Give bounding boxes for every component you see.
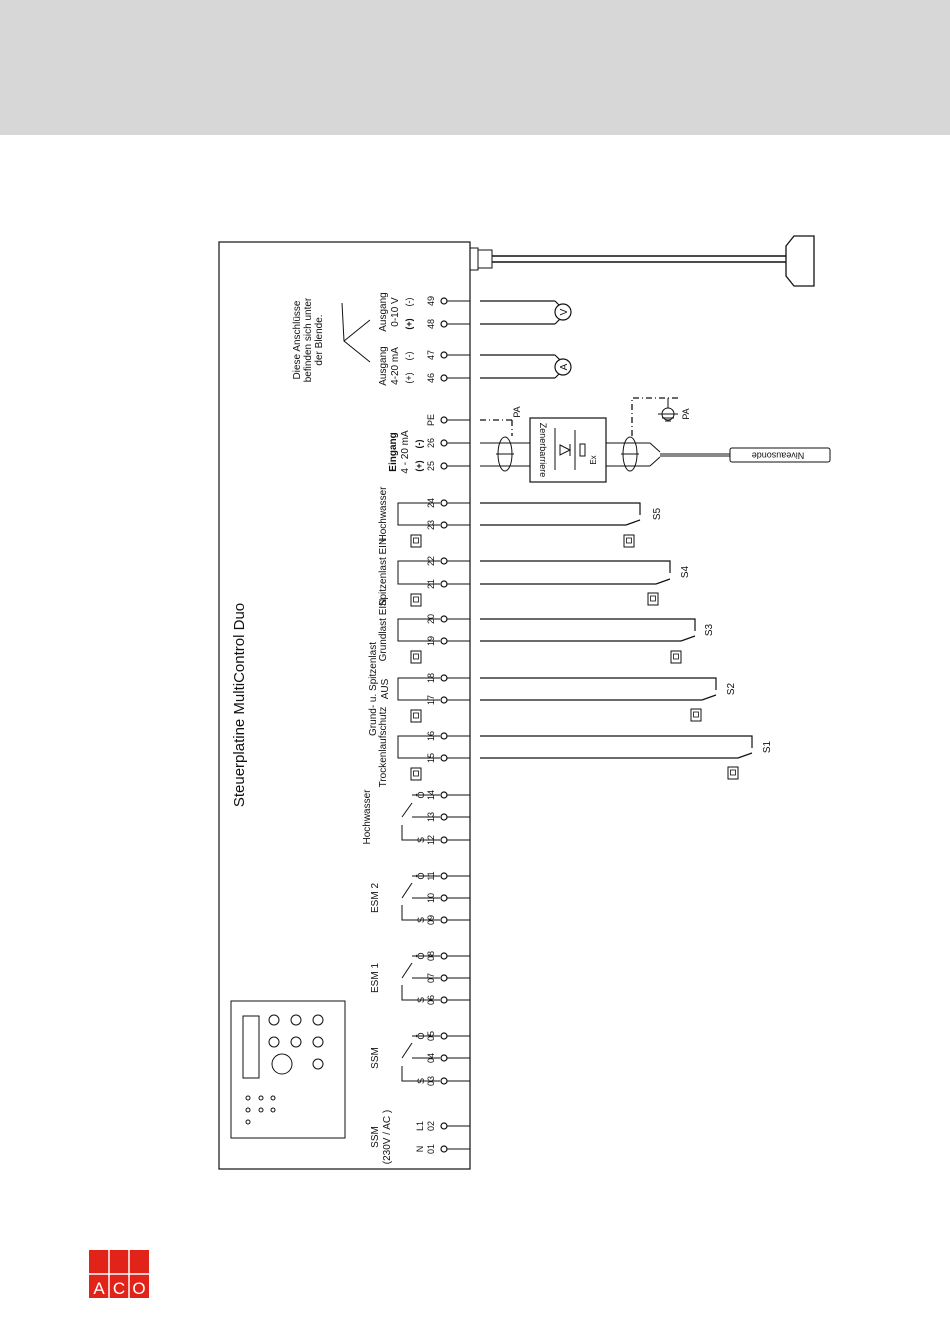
terminal-49: 49: [426, 296, 436, 306]
switch-s1: S1: [762, 740, 773, 753]
terminal-26: 26: [426, 438, 436, 448]
letter-o-11: Ö: [416, 872, 426, 879]
group-ssm: SSM: [370, 1047, 381, 1069]
cable-gland: [469, 247, 786, 271]
terminal-circles: [440, 297, 448, 1153]
switch-s2: S2: [726, 682, 737, 695]
ground-icon: [658, 398, 678, 422]
group-esm1: ESM 1: [370, 963, 381, 993]
keypad-panel: [230, 1000, 346, 1139]
eingang-label: Eingang: [388, 432, 399, 471]
input-label-grund-spitzen-1: Grund- u. Spitzenlast: [368, 642, 379, 736]
letter-o-08: Ö: [416, 952, 426, 959]
pa-label-2: PA: [681, 408, 691, 419]
note-line-1: Diese Anschlüsse: [292, 300, 303, 379]
switch-s3: S3: [704, 623, 715, 636]
terminal-n: N: [415, 1146, 425, 1153]
ammeter-symbol: A: [559, 363, 570, 370]
terminal-47: 47: [426, 350, 436, 360]
group-hochwasser: Hochwasser: [362, 789, 373, 845]
ausgang-ma-minus: (-): [404, 352, 414, 361]
relay-contacts: [401, 794, 440, 1082]
terminal-l1: L1: [415, 1121, 425, 1131]
input-wiring: [480, 436, 730, 472]
voltmeter: V: [554, 303, 572, 321]
ammeter: A: [554, 358, 572, 376]
switch-s4: S4: [680, 565, 691, 578]
control-board-frame: [218, 241, 471, 1170]
logo-letter-o: O: [132, 1279, 145, 1298]
eingang-minus: (-): [414, 440, 424, 449]
note-bracket: [341, 302, 371, 363]
terminal-stubs: [447, 300, 470, 1150]
terminal-48: 48: [426, 319, 436, 329]
letter-o-05: Ö: [416, 1032, 426, 1039]
terminal-pe: PE: [426, 414, 436, 426]
pa-label-1: PA: [512, 406, 522, 417]
ausgang-ma-range: 4-20 mA: [390, 347, 401, 385]
note-line-2: befinden sich unter: [303, 297, 314, 382]
eingang-plus: (+): [414, 460, 424, 471]
letter-s-03: S: [416, 1078, 426, 1084]
internal-input-symbols: [410, 534, 422, 781]
ausgang-v-range: 0-10 V: [390, 297, 401, 327]
terminal-25: 25: [426, 461, 436, 471]
input-label-trocken: Trockenlaufschutz: [378, 707, 389, 788]
analog-output-wires: [480, 300, 561, 379]
zener-ex: Ex: [589, 455, 598, 464]
input-label-spitzenlast: Spitzenlast EIN: [378, 538, 389, 606]
logo-letter-a: A: [93, 1279, 105, 1298]
input-label-grund-spitzen-2: AUS: [380, 678, 391, 699]
external-switch-loops: [480, 502, 753, 759]
terminal-02: 02: [426, 1121, 436, 1131]
ausgang-v-label: Ausgang: [378, 292, 389, 331]
group-ssm-power-2: (230V / AC ): [382, 1110, 393, 1164]
ausgang-ma-label: Ausgang: [378, 346, 389, 385]
input-label-hochwasser: Hochwasser: [378, 486, 389, 542]
letter-o-14: Ö: [416, 791, 426, 798]
letter-s-09: S: [416, 917, 426, 923]
probe-label: Niveausonde: [752, 451, 805, 461]
voltmeter-symbol: V: [559, 308, 570, 315]
level-probe: Niveausonde: [729, 447, 831, 463]
zener-barrier: Zenerbarriere Ex: [529, 417, 607, 483]
ausgang-v-plus: (+): [404, 318, 414, 329]
letter-s-06: S: [416, 997, 426, 1003]
pa-lines: [480, 397, 680, 436]
internal-input-brackets: [397, 502, 440, 759]
contact-letters: S Ö S Ö S Ö S Ö: [416, 791, 426, 1084]
group-esm2: ESM 2: [370, 883, 381, 913]
eingang-range: 4 - 20 mA: [400, 430, 411, 474]
plug-connector: [785, 235, 815, 287]
terminal-01: 01: [426, 1144, 436, 1154]
ausgang-v-minus: (-): [404, 298, 414, 307]
header-band: [0, 0, 950, 135]
note-line-3: der Blende.: [314, 314, 325, 365]
logo-letter-c: C: [113, 1279, 125, 1298]
ausgang-ma-plus: (+): [404, 372, 414, 383]
switch-s5: S5: [652, 507, 663, 520]
terminal-labels: 49 48 47 46 PE 26 25 24 23 22 21 20 19 1…: [415, 296, 436, 1154]
zener-title: Zenerbarriere: [538, 423, 548, 478]
board-title: Steuerplatine MultiControl Duo: [231, 603, 248, 807]
letter-s-12: S: [416, 837, 426, 843]
aco-logo: A C O: [89, 1250, 149, 1298]
group-ssm-power-1: SSM: [370, 1126, 381, 1148]
input-label-grundlast: Grundlast EIN: [378, 599, 389, 662]
terminal-46: 46: [426, 373, 436, 383]
